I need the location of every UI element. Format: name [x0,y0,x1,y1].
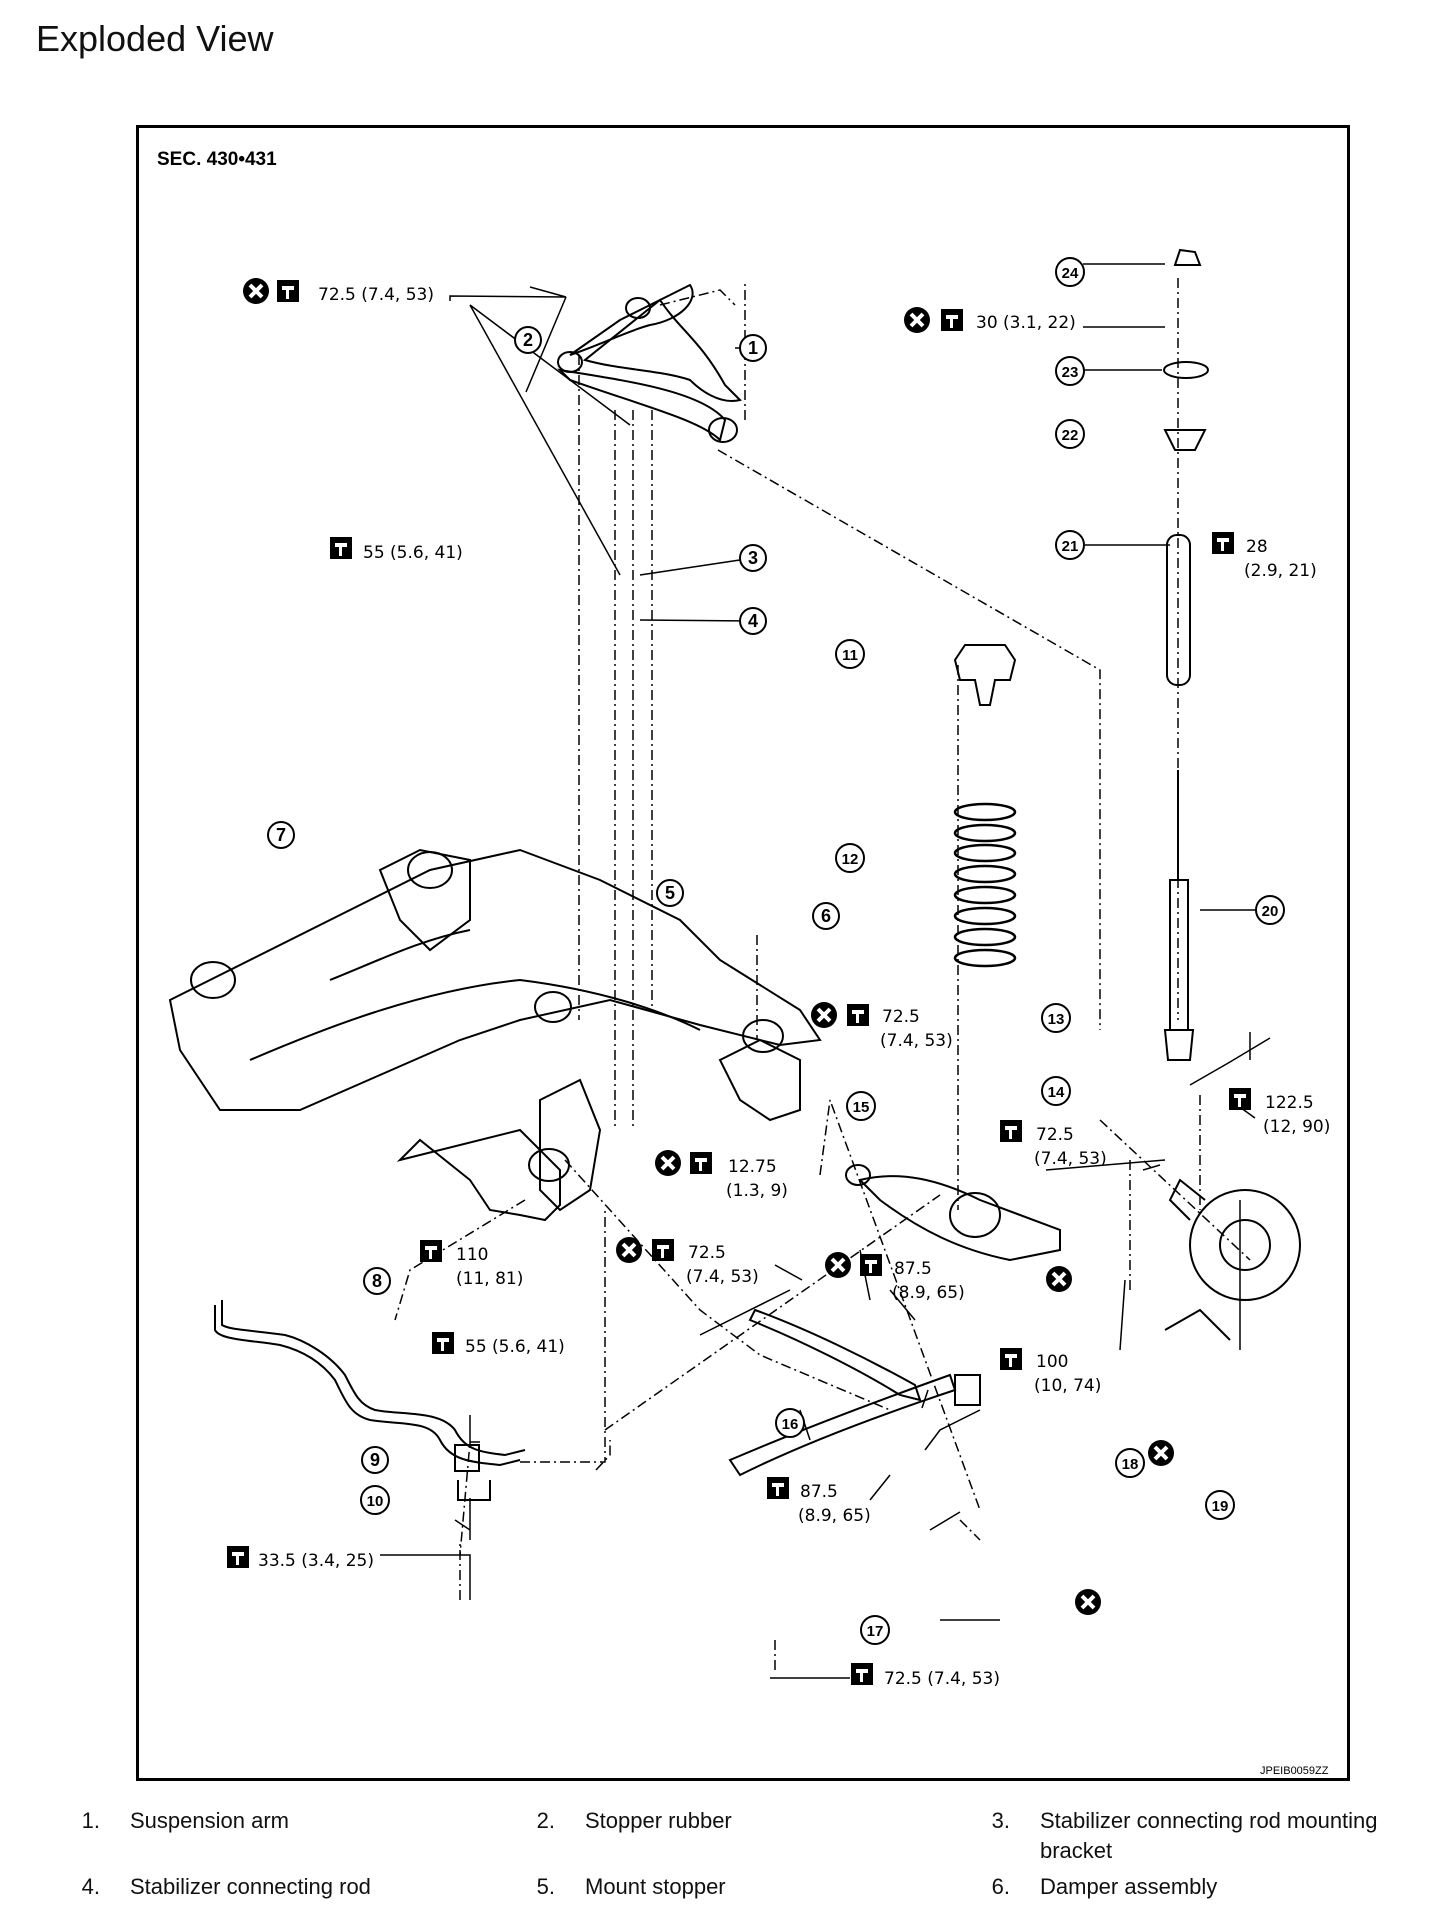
callout-21: 21 [1055,530,1085,560]
callout-5: 5 [656,879,684,907]
svg-text:21: 21 [1062,538,1079,555]
svg-text:11: 11 [842,647,858,664]
suspension-arm [557,283,742,443]
callout-13: 13 [1041,1003,1071,1033]
image-code: JPEIB0059ZZ [1260,1765,1329,1777]
callout-10: 10 [360,1485,390,1515]
lower-link [845,1164,1061,1262]
svg-text:(1.3, 9): (1.3, 9) [726,1181,788,1201]
svg-text:24: 24 [1062,265,1079,282]
svg-text:72.5: 72.5 [688,1243,726,1263]
svg-text:10: 10 [367,1493,384,1510]
svg-text:19: 19 [1212,1498,1229,1515]
part-callouts: 1 2 3 4 5 6 7 8 9 10 11 12 13 14 15 16 1… [267,257,1285,1645]
leader-lines [380,263,1271,1679]
callout-18: 18 [1115,1448,1145,1478]
callout-1: 1 [739,334,767,362]
svg-text:(8.9, 65): (8.9, 65) [892,1283,965,1303]
callout-12: 12 [835,843,865,873]
callout-16: 16 [775,1408,805,1438]
svg-text:9: 9 [370,1450,380,1470]
svg-text:(8.9, 65): (8.9, 65) [798,1506,871,1526]
svg-text:55 (5.6, 41): 55 (5.6, 41) [465,1337,565,1357]
section-label: SEC. 430•431 [157,149,277,170]
callout-9: 9 [361,1446,389,1474]
svg-text:28: 28 [1246,537,1268,557]
svg-text:3: 3 [748,548,758,568]
diagram-frame [136,125,1350,1781]
svg-text:18: 18 [1122,1456,1139,1473]
svg-text:72.5: 72.5 [1036,1125,1074,1145]
svg-text:87.5: 87.5 [894,1259,932,1279]
svg-text:30 (3.1, 22): 30 (3.1, 22) [976,313,1076,333]
callout-3: 3 [739,544,767,572]
svg-text:(7.4, 53): (7.4, 53) [686,1267,759,1287]
callout-23: 23 [1055,356,1085,386]
callout-4: 4 [739,607,767,635]
svg-text:2: 2 [523,330,533,350]
callout-20: 20 [1255,895,1285,925]
svg-text:(7.4, 53): (7.4, 53) [1034,1149,1107,1169]
svg-text:6: 6 [821,906,831,926]
callout-15: 15 [846,1091,876,1121]
axle-housing [1164,1178,1301,1341]
svg-text:23: 23 [1062,364,1079,381]
page-title: Exploded View [36,18,274,59]
svg-text:72.5 (7.4, 53): 72.5 (7.4, 53) [318,285,434,305]
svg-text:72.5: 72.5 [882,1007,920,1027]
callout-6: 6 [812,902,840,930]
callout-14: 14 [1041,1076,1071,1106]
svg-text:(7.4, 53): (7.4, 53) [880,1031,953,1051]
callout-11: 11 [835,639,865,669]
svg-text:20: 20 [1262,903,1279,920]
svg-text:72.5 (7.4, 53): 72.5 (7.4, 53) [884,1669,1000,1689]
svg-text:5: 5 [665,883,675,903]
shock-absorber [1163,248,1209,1061]
svg-text:16: 16 [782,1416,799,1433]
coil-spring [953,802,1017,968]
svg-text:14: 14 [1048,1084,1065,1101]
svg-text:(10, 74): (10, 74) [1034,1376,1101,1396]
callout-24: 24 [1055,257,1085,287]
svg-text:(12, 90): (12, 90) [1263,1117,1330,1137]
callout-7: 7 [267,821,295,849]
svg-text:7: 7 [276,825,286,845]
svg-text:87.5: 87.5 [800,1482,838,1502]
svg-text:15: 15 [853,1099,870,1116]
torque-values: 72.5 (7.4, 53) 55 (5.6, 41) 72.5 (7.4, 5… [227,276,1330,1689]
svg-text:22: 22 [1062,427,1079,444]
svg-text:1: 1 [748,338,758,358]
stabilizer-bar [214,1300,526,1501]
svg-text:17: 17 [867,1623,884,1640]
subframe [168,848,822,1222]
callout-17: 17 [860,1615,890,1645]
svg-text:100: 100 [1036,1352,1068,1372]
svg-text:122.5: 122.5 [1265,1093,1314,1113]
callout-19: 19 [1205,1490,1235,1520]
svg-text:12: 12 [842,851,859,868]
svg-text:12.75: 12.75 [728,1157,777,1177]
svg-text:4: 4 [748,611,758,631]
svg-text:55 (5.6, 41): 55 (5.6, 41) [363,543,463,563]
front-lower-link [728,1308,981,1477]
callout-2: 2 [514,326,542,354]
svg-text:33.5 (3.4, 25): 33.5 (3.4, 25) [258,1551,374,1571]
callout-8: 8 [363,1267,391,1295]
svg-text:110: 110 [456,1245,488,1265]
svg-text:13: 13 [1048,1011,1065,1028]
svg-text:(2.9, 21): (2.9, 21) [1244,561,1317,581]
svg-text:8: 8 [372,1271,382,1291]
bound-bumper [953,644,1017,706]
svg-text:(11, 81): (11, 81) [456,1269,523,1289]
callout-22: 22 [1055,419,1085,449]
